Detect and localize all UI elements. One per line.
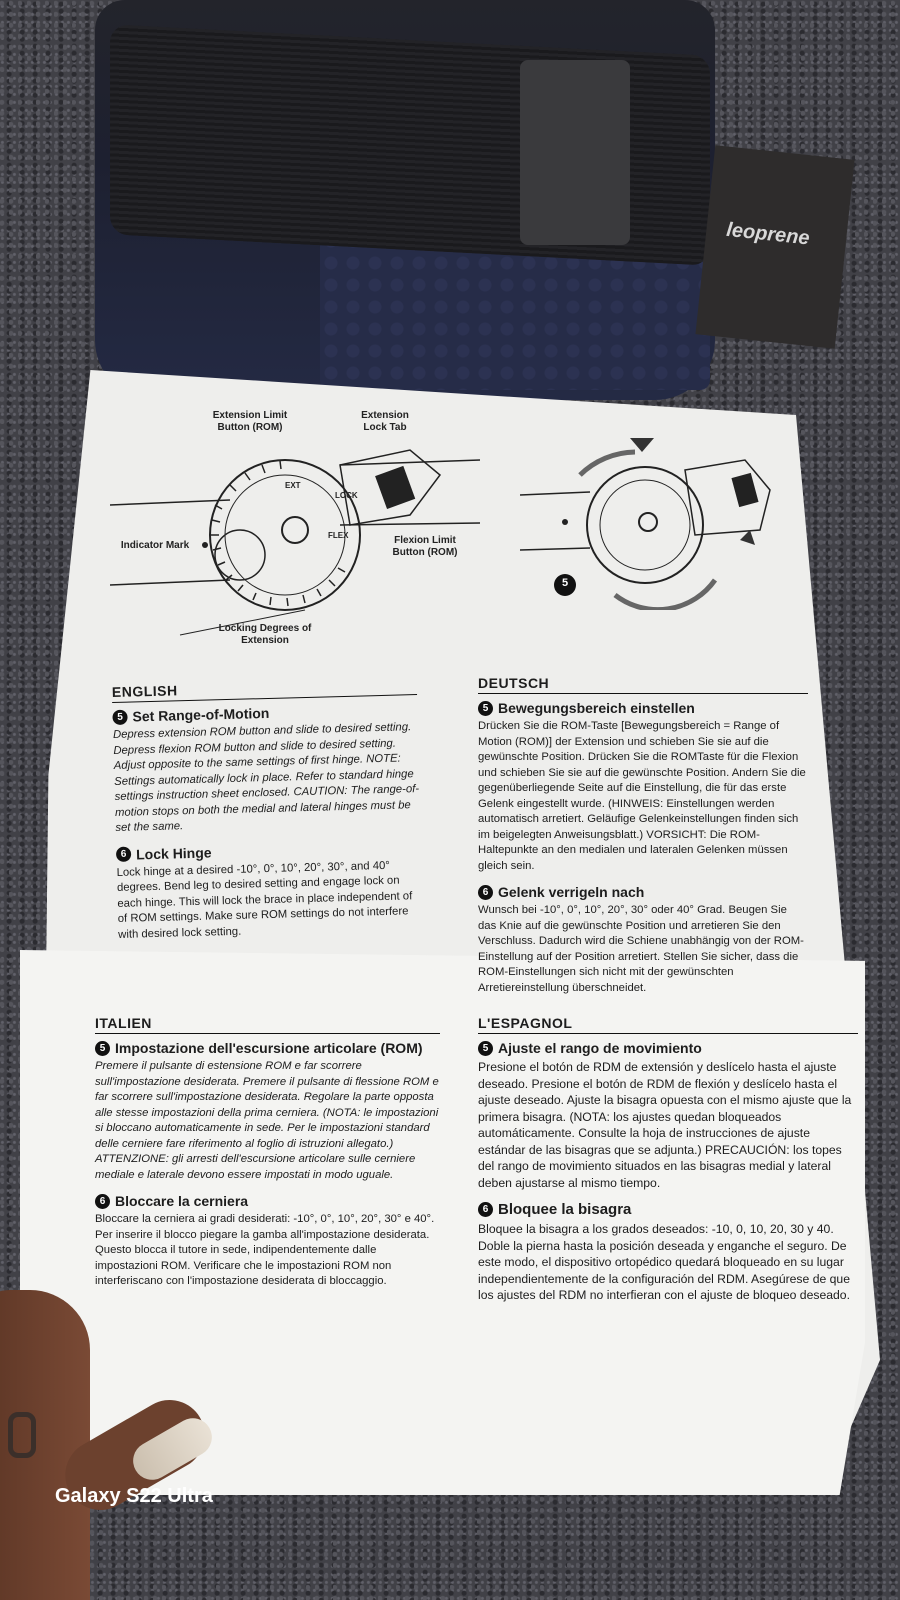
step-6-text: Wunsch bei -10°, 0°, 10°, 20°, 30° oder … — [478, 904, 804, 994]
step-badge: 5 — [561, 577, 569, 589]
language-heading: L'ESPAGNOL — [478, 1015, 858, 1034]
step-title: Gelenk verrigeln nach — [498, 884, 645, 900]
step-title: Ajuste el rango de movimiento — [498, 1040, 702, 1056]
hinge-diagram: Extension Limit Button (ROM) Extension L… — [109, 405, 481, 655]
section-espagnol: L'ESPAGNOL 5 Ajuste el rango de movimien… — [478, 1015, 858, 1304]
step-5-text: Premere il pulsante di estensione ROM e … — [95, 1060, 439, 1181]
step-number: 6 — [95, 1193, 110, 1209]
label-ext: EXT — [285, 481, 301, 490]
section-english: ENGLISH 5 Set Range-of-Motion Depress ex… — [111, 676, 424, 943]
step-number: 5 — [95, 1040, 110, 1056]
camera-watermark: Galaxy S22 Ultra — [55, 1485, 213, 1507]
step-5-heading: 5 Bewegungsbereich einstellen — [478, 700, 808, 716]
step-number: 5 — [478, 700, 493, 716]
step-number: 6 — [115, 846, 132, 862]
product-tag: leoprene — [695, 145, 855, 349]
hinge-diagram-adjust: 5 — [519, 430, 780, 613]
step-number: 5 — [112, 709, 128, 725]
hinge-adjust-illustration — [519, 438, 771, 613]
step-5-text: Presione el botón de RDM de extensión y … — [478, 1060, 852, 1190]
label-extension-limit: Extension Limit Button (ROM) — [212, 410, 288, 433]
step-5-text: Drücken Sie die ROM-Taste [Bewegungsbere… — [478, 720, 806, 872]
step-title: Bewegungsbereich einstellen — [498, 700, 695, 716]
step-5-heading: 5 Impostazione dell'escursione articolar… — [95, 1040, 440, 1056]
section-italien: ITALIEN 5 Impostazione dell'escursione a… — [95, 1015, 440, 1290]
step-title: Lock Hinge — [135, 843, 212, 862]
ring — [8, 1412, 36, 1458]
step-title: Impostazione dell'escursione articolare … — [115, 1040, 423, 1056]
step-title: Bloquee la bisagra — [498, 1201, 632, 1218]
step-number: 5 — [478, 1040, 493, 1056]
hand — [0, 1290, 90, 1600]
step-number: 6 — [478, 884, 493, 900]
label-lock: LOCK — [335, 491, 358, 500]
language-heading: ITALIEN — [95, 1015, 440, 1034]
hinge-illustration — [109, 449, 481, 636]
label-extension-lock-tab: Extension Lock Tab — [361, 410, 409, 433]
step-5-heading: 5 Ajuste el rango de movimiento — [478, 1040, 858, 1056]
step-6-heading: 6 Gelenk verrigeln nach — [478, 884, 808, 900]
step-title: Bloccare la cerniera — [115, 1193, 249, 1209]
section-deutsch: DEUTSCH 5 Bewegungsbereich einstellen Dr… — [478, 675, 808, 996]
step-5-text: Depress extension ROM button and slide t… — [112, 721, 420, 834]
step-6-text: Bloccare la cerniera ai gradi desiderati… — [95, 1213, 435, 1287]
step-6-text: Bloquee la bisagra a los grados deseados… — [478, 1222, 850, 1302]
step-6-text: Lock hinge at a desired -10°, 0°, 10°, 2… — [116, 859, 413, 941]
step-number: 6 — [478, 1202, 493, 1217]
step-title: Set Range-of-Motion — [132, 704, 270, 725]
label-flexion-limit: Flexion Limit Button (ROM) — [392, 535, 458, 558]
label-flex: FLEX — [328, 531, 349, 540]
strap-band — [520, 60, 630, 245]
label-indicator-mark: Indicator Mark — [120, 540, 190, 551]
language-heading: DEUTSCH — [478, 675, 808, 694]
label-locking-degrees: Locking Degrees of Extension — [218, 623, 312, 646]
step-6-heading: 6 Bloccare la cerniera — [95, 1193, 440, 1209]
tag-brand-text: leoprene — [725, 218, 811, 250]
step-6-heading: 6 Bloquee la bisagra — [478, 1201, 858, 1218]
